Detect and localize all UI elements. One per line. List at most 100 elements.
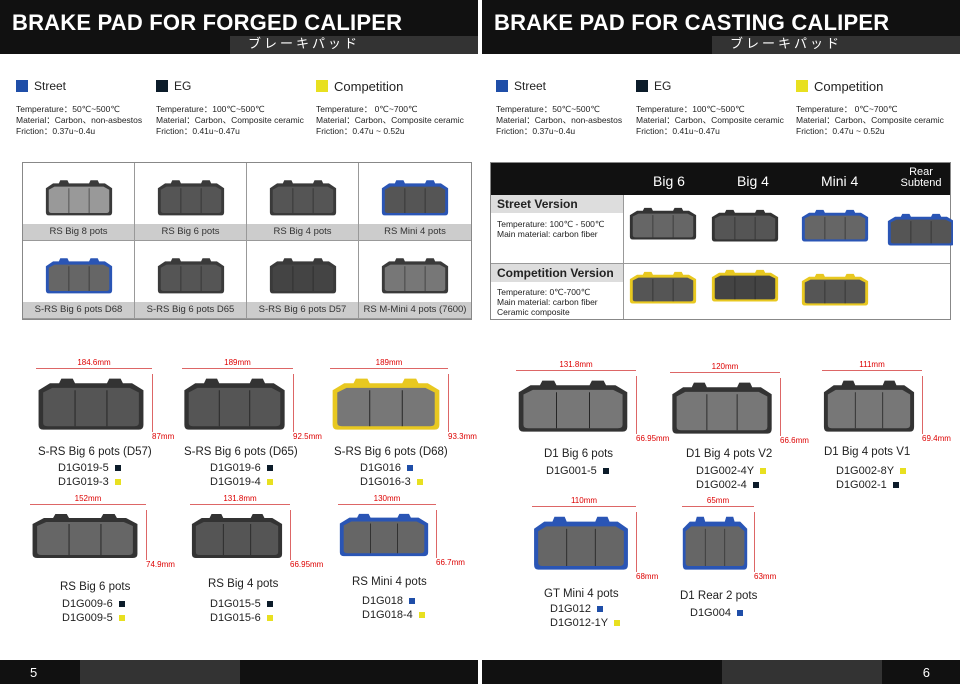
pad-model-name: GT Mini 4 pots [544, 588, 619, 600]
grade-color-swatch [316, 80, 328, 92]
left-page-title: BRAKE PAD FOR FORGED CALIPER [12, 10, 403, 35]
height-dimension-label: 87mm [152, 432, 175, 441]
part-code-row: D1G019-4 [210, 475, 273, 489]
pad-model-name: RS Big 4 pots [208, 578, 279, 590]
grade-color-swatch [16, 80, 28, 92]
width-dimension-label: 189mm [224, 358, 251, 367]
table-pad-image [887, 213, 953, 246]
part-code-row: D1G019-6 [210, 461, 273, 475]
part-code-row: D1G018 [362, 594, 425, 608]
part-code: D1G004 [690, 607, 731, 619]
grade-spec-line: Temperature： 0℃~700℃ [796, 104, 898, 114]
pad-drawing [184, 378, 285, 430]
pad-drawing [339, 513, 429, 557]
height-dimension-label: 93.3mm [448, 432, 477, 441]
table-pad-images [629, 207, 953, 306]
height-dimension-label: 92.5mm [293, 432, 322, 441]
part-code-row: D1G015-5 [210, 597, 273, 611]
pad-photo-cell: RS Mini 4 pots [359, 163, 471, 241]
table-pad-image [801, 209, 869, 242]
grade-spec-line: Temperature：50℃~500℃ [16, 104, 120, 114]
table-pad-image [711, 269, 779, 302]
pad-photo-caption: RS Big 8 pots [23, 224, 134, 240]
width-dimension-label: 131.8mm [559, 360, 593, 369]
pad-model-name: D1 Rear 2 pots [680, 590, 758, 602]
pad-drawing [191, 514, 283, 558]
part-code: D1G015-6 [210, 612, 261, 624]
grade-spec-line: Friction：0.41u~0.47u [156, 126, 240, 136]
part-code-row: D1G009-6 [62, 597, 125, 611]
grade-color-swatch [796, 80, 808, 92]
part-code: D1G002-1 [836, 479, 887, 491]
part-code: D1G009-5 [62, 612, 113, 624]
grade-color-marker [118, 601, 125, 607]
pad-photo-caption: S-RS Big 6 pots D65 [135, 302, 246, 318]
pad-photo-caption: RS Mini 4 pots [359, 224, 471, 240]
pad-photo-cell: S-RS Big 6 pots D65 [135, 241, 247, 319]
grade-spec-line: Friction：0.47u ~ 0.52u [796, 126, 885, 136]
part-code: D1G012-1Y [550, 617, 609, 629]
dimension-figure: 189mm 92.5mm [180, 358, 322, 441]
width-dimension-label: 110mm [570, 496, 598, 505]
grade-color-marker [266, 465, 273, 471]
pad-model-name: S-RS Big 6 pots (D57) [38, 446, 152, 458]
grade-spec-line: Temperature：100℃~500℃ [156, 104, 265, 114]
part-code: D1G018-4 [362, 609, 413, 621]
grade-color-marker [602, 468, 609, 474]
pad-photo-cell: S-RS Big 6 pots D57 [247, 241, 359, 319]
pad-drawing [823, 380, 915, 432]
grade-spec-line: Friction：0.37u~0.4u [496, 126, 576, 136]
part-code-row: D1G002-4Y [696, 464, 767, 478]
competition-version-text: Temperature: 0℃-700℃ Main material: carb… [497, 287, 598, 317]
grade-color-marker [118, 615, 125, 621]
grade-color-marker [416, 479, 423, 485]
right-kana-subtitle: ブレーキパッド [712, 36, 960, 54]
part-code-list: D1G004 [690, 606, 743, 620]
pad-photo [157, 258, 224, 294]
part-code-row: D1G002-8Y [836, 464, 907, 478]
height-dimension-label: 66.95mm [636, 434, 670, 443]
street-version-label: Street Version [491, 195, 623, 213]
right-footer: 6 [482, 660, 960, 684]
grade-spec-line: Temperature： 0℃~700℃ [316, 104, 418, 114]
pad-photo [269, 258, 336, 294]
casting-version-table: Big 6 Big 4 Mini 4 Rear Subtend Street V… [490, 162, 953, 320]
grade-name: EG [174, 78, 192, 93]
grade-spec-line: Material：Carbon、non-asbestos [16, 115, 143, 125]
page-number-right: 6 [922, 665, 930, 680]
grade-color-marker [114, 465, 121, 471]
left-header: BRAKE PAD FOR FORGED CALIPER ブレーキパッド [0, 0, 478, 54]
pad-photo [45, 180, 112, 216]
grade-name: Competition [334, 78, 404, 94]
grade-color-marker [266, 479, 273, 485]
page-number-left: 5 [30, 665, 38, 680]
grade-color-marker [760, 468, 767, 474]
pad-model-name: S-RS Big 6 pots (D68) [334, 446, 448, 458]
grade-spec-line: Friction：0.41u~0.47u [636, 126, 720, 136]
street-version-text: Temperature: 100℃ - 500℃ Main material: … [497, 219, 605, 239]
part-code-row: D1G009-5 [62, 611, 125, 625]
part-code-row: D1G002-1 [836, 478, 906, 492]
pad-model-name: D1 Big 6 pots [544, 448, 614, 460]
height-dimension-label: 63mm [754, 572, 777, 581]
grade-name: Competition [814, 78, 884, 94]
grade-spec-line: Material：Carbon、Composite ceramic [636, 115, 784, 125]
part-code: D1G019-3 [58, 476, 109, 488]
right-header: BRAKE PAD FOR CASTING CALIPER ブレーキパッド [482, 0, 960, 54]
part-code-row: D1G001-5 [546, 464, 609, 478]
pad-photo-cell: RS Big 6 pots [135, 163, 247, 241]
pad-drawing [534, 516, 628, 570]
table-pad-image [629, 271, 697, 304]
grade-name: Street [514, 78, 547, 93]
grade-color-marker [596, 606, 603, 612]
grade-spec-line: Temperature：100℃~500℃ [636, 104, 745, 114]
part-code-row: D1G016 [360, 461, 423, 475]
